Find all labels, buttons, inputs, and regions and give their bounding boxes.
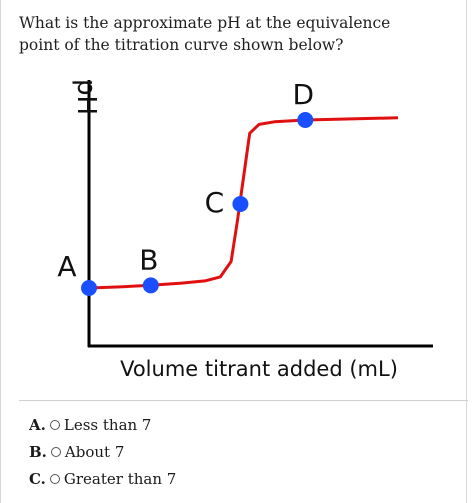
x-axis-label: Volume titrant added (mL) xyxy=(120,357,398,381)
option-b[interactable]: B. About 7 xyxy=(29,439,176,465)
point-label-d: D xyxy=(293,78,315,111)
option-c[interactable]: C. Greater than 7 xyxy=(29,466,176,492)
point-b xyxy=(142,277,159,294)
titration-curve-chart: pH Volume titrant added (mL) A B C D xyxy=(57,78,433,381)
option-b-letter: B. xyxy=(29,443,47,461)
divider xyxy=(19,400,468,401)
option-c-text: Greater than 7 xyxy=(63,470,177,488)
option-a[interactable]: A. Less than 7 xyxy=(29,412,176,438)
option-a-letter: A. xyxy=(29,416,46,434)
point-a xyxy=(81,280,97,296)
point-c xyxy=(232,196,249,212)
question-text: What is the approximate pH at the equiva… xyxy=(19,12,449,56)
point-d xyxy=(297,112,314,128)
y-axis-label: pH xyxy=(71,79,101,115)
point-label-c: C xyxy=(205,186,225,219)
option-b-text: About 7 xyxy=(64,443,125,461)
option-c-letter: C. xyxy=(29,470,46,488)
titration-curve-line xyxy=(88,116,399,290)
option-c-radio[interactable] xyxy=(49,474,60,484)
option-b-radio[interactable] xyxy=(50,447,61,457)
answer-options: A. Less than 7 B. About 7 C. Greater tha… xyxy=(29,412,176,492)
point-label-a: A xyxy=(57,250,76,283)
point-label-b: B xyxy=(139,243,158,276)
curve-points: A B C D xyxy=(57,78,314,296)
question-line-2: point of the titration curve shown below… xyxy=(19,36,344,54)
option-a-text: Less than 7 xyxy=(63,416,152,434)
option-a-radio[interactable] xyxy=(49,420,60,430)
question-line-1: What is the approximate pH at the equiva… xyxy=(19,14,391,32)
